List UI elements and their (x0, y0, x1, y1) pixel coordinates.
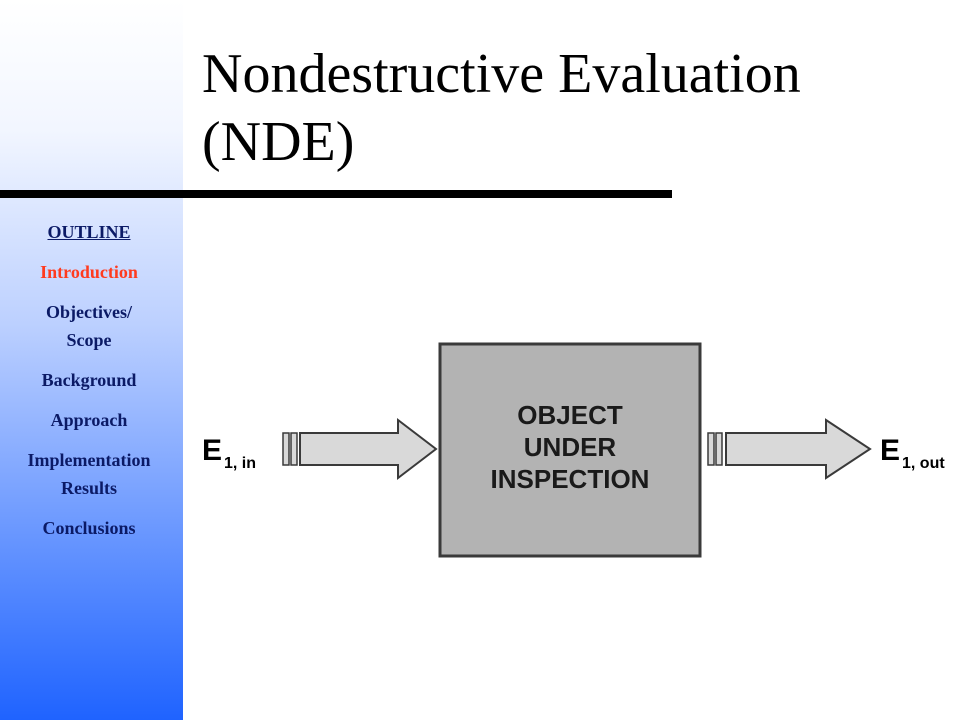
output-label-subscript: 1, out (902, 455, 945, 472)
object-box-label-line: UNDER (524, 432, 617, 462)
nde-diagram-svg: E 1, in OBJECT UNDER INSPECTION (202, 342, 945, 558)
object-box-label-line: OBJECT (517, 400, 623, 430)
input-arrow-tail-bar (282, 432, 290, 466)
outline-item-label: Results (60, 478, 117, 498)
outline-item-conclusions[interactable]: Conclusions (0, 514, 178, 542)
slide-title-line: Nondestructive Evaluation (202, 43, 801, 105)
outline-item-label: Approach (50, 410, 128, 430)
outline-item-label: Background (41, 370, 137, 390)
outline-item-label: Implementation (27, 450, 151, 470)
outline-item-label: Introduction (40, 262, 138, 282)
slide-title-line: (NDE) (202, 111, 355, 173)
object-box-rect (438, 342, 702, 558)
input-arrow-tail-bar (290, 432, 298, 466)
output-label-symbol: E (880, 434, 900, 467)
outline-item-label: Objectives/ (46, 302, 132, 322)
input-label-subscript: 1, in (224, 455, 256, 472)
sidebar: OUTLINE Introduction Objectives/ Scope B… (0, 0, 183, 720)
output-arrow-tail-bar (707, 432, 715, 466)
output-arrow (707, 418, 872, 480)
outline-item-objectives-scope[interactable]: Objectives/ Scope (0, 298, 178, 354)
outline-item-label: Scope (66, 330, 112, 350)
outline-heading: OUTLINE (47, 222, 131, 242)
object-box: OBJECT UNDER INSPECTION (438, 342, 702, 558)
outline-item-introduction[interactable]: Introduction (0, 258, 178, 286)
input-label-symbol: E (202, 434, 222, 467)
slide-title: Nondestructive Evaluation (NDE) (202, 40, 922, 176)
outline-nav: OUTLINE Introduction Objectives/ Scope B… (0, 218, 178, 554)
output-arrow-body (725, 418, 872, 480)
outline-item-background[interactable]: Background (0, 366, 178, 394)
object-box-label-line: INSPECTION (491, 464, 650, 494)
input-arrow (282, 417, 438, 481)
title-underline (0, 190, 672, 198)
outline-item-label: Conclusions (42, 518, 136, 538)
input-arrow-body (299, 417, 438, 481)
output-arrow-tail-bar (715, 432, 723, 466)
outline-item-approach[interactable]: Approach (0, 406, 178, 434)
outline-item-implementation-results[interactable]: Implementation Results (0, 446, 178, 502)
nde-diagram: E 1, in OBJECT UNDER INSPECTION (190, 330, 960, 575)
